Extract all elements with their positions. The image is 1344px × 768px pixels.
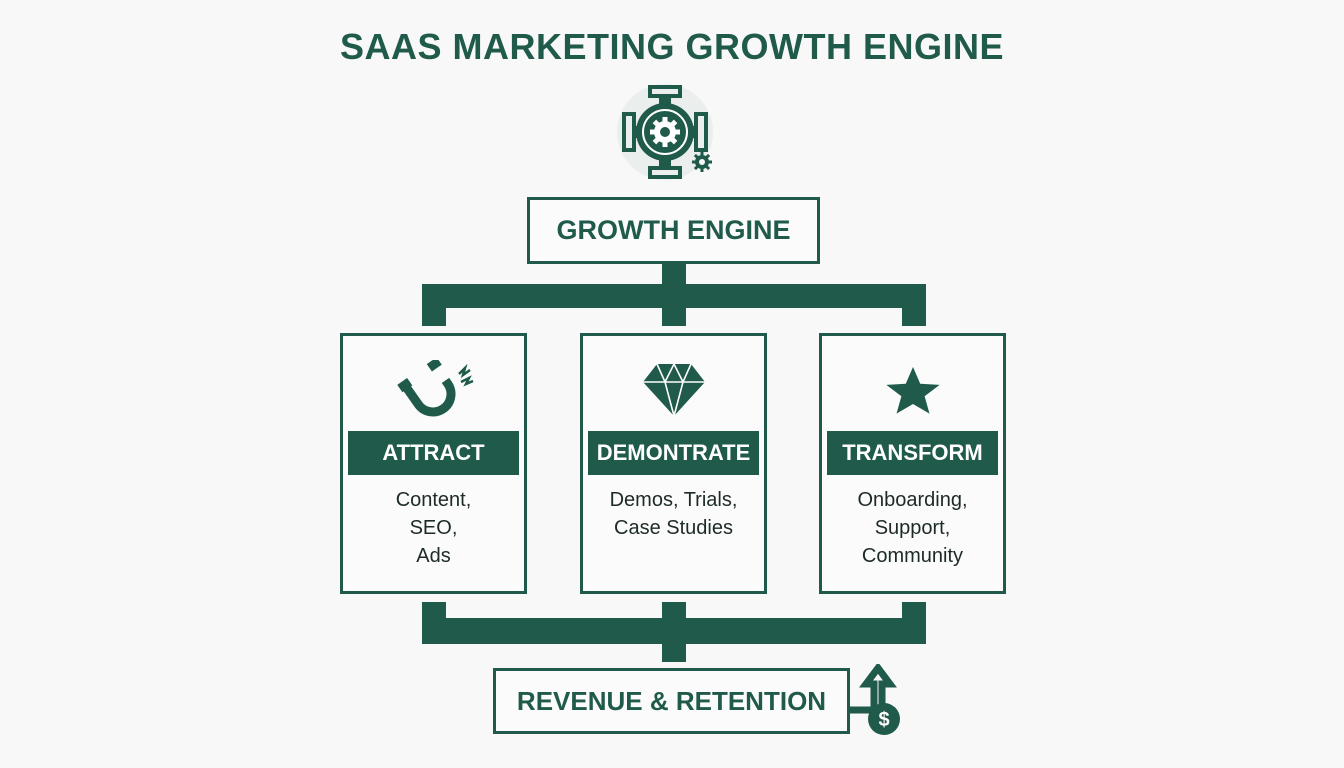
stage-card-transform: TRANSFORM Onboarding, Support, Community <box>819 333 1006 594</box>
star-icon <box>886 367 940 414</box>
magnet-icon <box>397 360 474 417</box>
stage-desc-line: Ads <box>416 545 451 567</box>
connector-bottom-horizontal <box>422 618 926 644</box>
connector-top-right-drop <box>902 284 926 326</box>
diamond-icon <box>643 362 705 417</box>
stage-desc-line: Case Studies <box>614 517 733 539</box>
diagram-title: SAAS MARKETING GROWTH ENGINE <box>339 26 1004 67</box>
stage-description-transform: Onboarding, Support, Community <box>822 486 1003 570</box>
stage-card-demonstrate: DEMONTRATE Demos, Trials, Case Studies <box>580 333 767 594</box>
growth-engine-label: GROWTH ENGINE <box>556 215 791 245</box>
stage-desc-line: Demos, Trials, <box>609 489 738 511</box>
growth-engine-node: GROWTH ENGINE <box>527 197 820 264</box>
stage-desc-line: Support, <box>874 517 951 539</box>
stage-label-transform: TRANSFORM <box>827 431 998 475</box>
stage-card-attract: ATTRACT Content, SEO, Ads <box>340 333 527 594</box>
stage-label-attract: ATTRACT <box>348 431 519 475</box>
revenue-retention-node: REVENUE & RETENTION <box>493 668 850 734</box>
revenue-retention-label: REVENUE & RETENTION <box>516 685 827 716</box>
stage-desc-line: Community <box>861 545 964 567</box>
engine-gear-icon <box>617 84 713 180</box>
svg-text:$: $ <box>878 709 889 731</box>
stage-description-attract: Content, SEO, Ads <box>343 486 524 570</box>
revenue-up-dollar-icon: $ <box>850 664 900 735</box>
stage-desc-line: Onboarding, <box>857 489 968 511</box>
connector-top-horizontal <box>422 284 926 308</box>
stage-description-demonstrate: Demos, Trials, Case Studies <box>583 486 764 542</box>
stage-label-demonstrate: DEMONTRATE <box>588 431 759 475</box>
stage-desc-line: SEO, <box>409 517 458 539</box>
stage-desc-line: Content, <box>395 489 472 511</box>
connector-top-left-drop <box>422 284 446 326</box>
